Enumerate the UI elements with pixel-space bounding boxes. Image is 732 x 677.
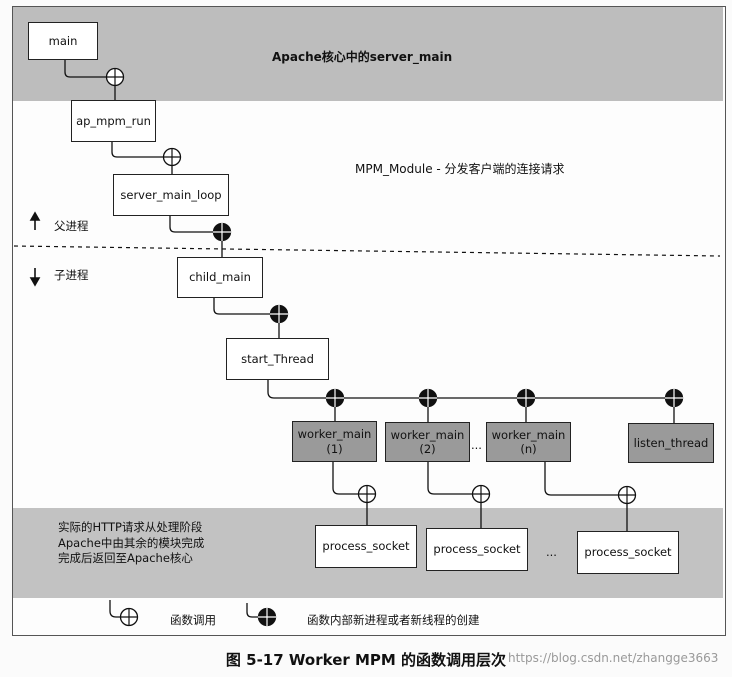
child-process-label: 子进程 [54,268,89,282]
ap-mpm-run-box: ap_mpm_run [71,100,156,142]
process-socket-2-box: process_socket [426,528,528,571]
worker-ellipsis: ... [471,438,482,452]
start-thread-box: start_Thread [226,338,329,380]
worker-main-1-box: worker_main (1) [292,421,377,462]
worker-main-2-box: worker_main (2) [385,422,470,462]
parent-process-label: 父进程 [54,219,89,233]
process-socket-3-box: process_socket [577,531,679,574]
server-main-band [13,7,723,101]
figure-caption: 图 5-17 Worker MPM 的函数调用层次 [225,651,507,669]
server-main-loop-box: server_main_loop [113,174,229,216]
worker-main-n-box: worker_main (n) [486,422,571,462]
watermark: https://blog.csdn.net/zhangge3663 [508,651,719,665]
listen-thread-box: listen_thread [628,423,714,463]
legend-function-call: 函数调用 [170,613,216,627]
process-socket-1-box: process_socket [315,525,417,568]
bottom-note: 实际的HTTP请求从处理阶段 Apache中由其余的模块完成 完成后返回至Apa… [58,520,205,566]
main-box: main [28,22,98,60]
socket-ellipsis: ... [546,545,557,559]
child-main-box: child_main [177,257,263,298]
header-title: Apache核心中的server_main [272,50,453,64]
mpm-module-label: MPM_Module - 分发客户端的连接请求 [355,162,565,176]
legend-process-creation: 函数内部新进程或者新线程的创建 [307,613,480,627]
